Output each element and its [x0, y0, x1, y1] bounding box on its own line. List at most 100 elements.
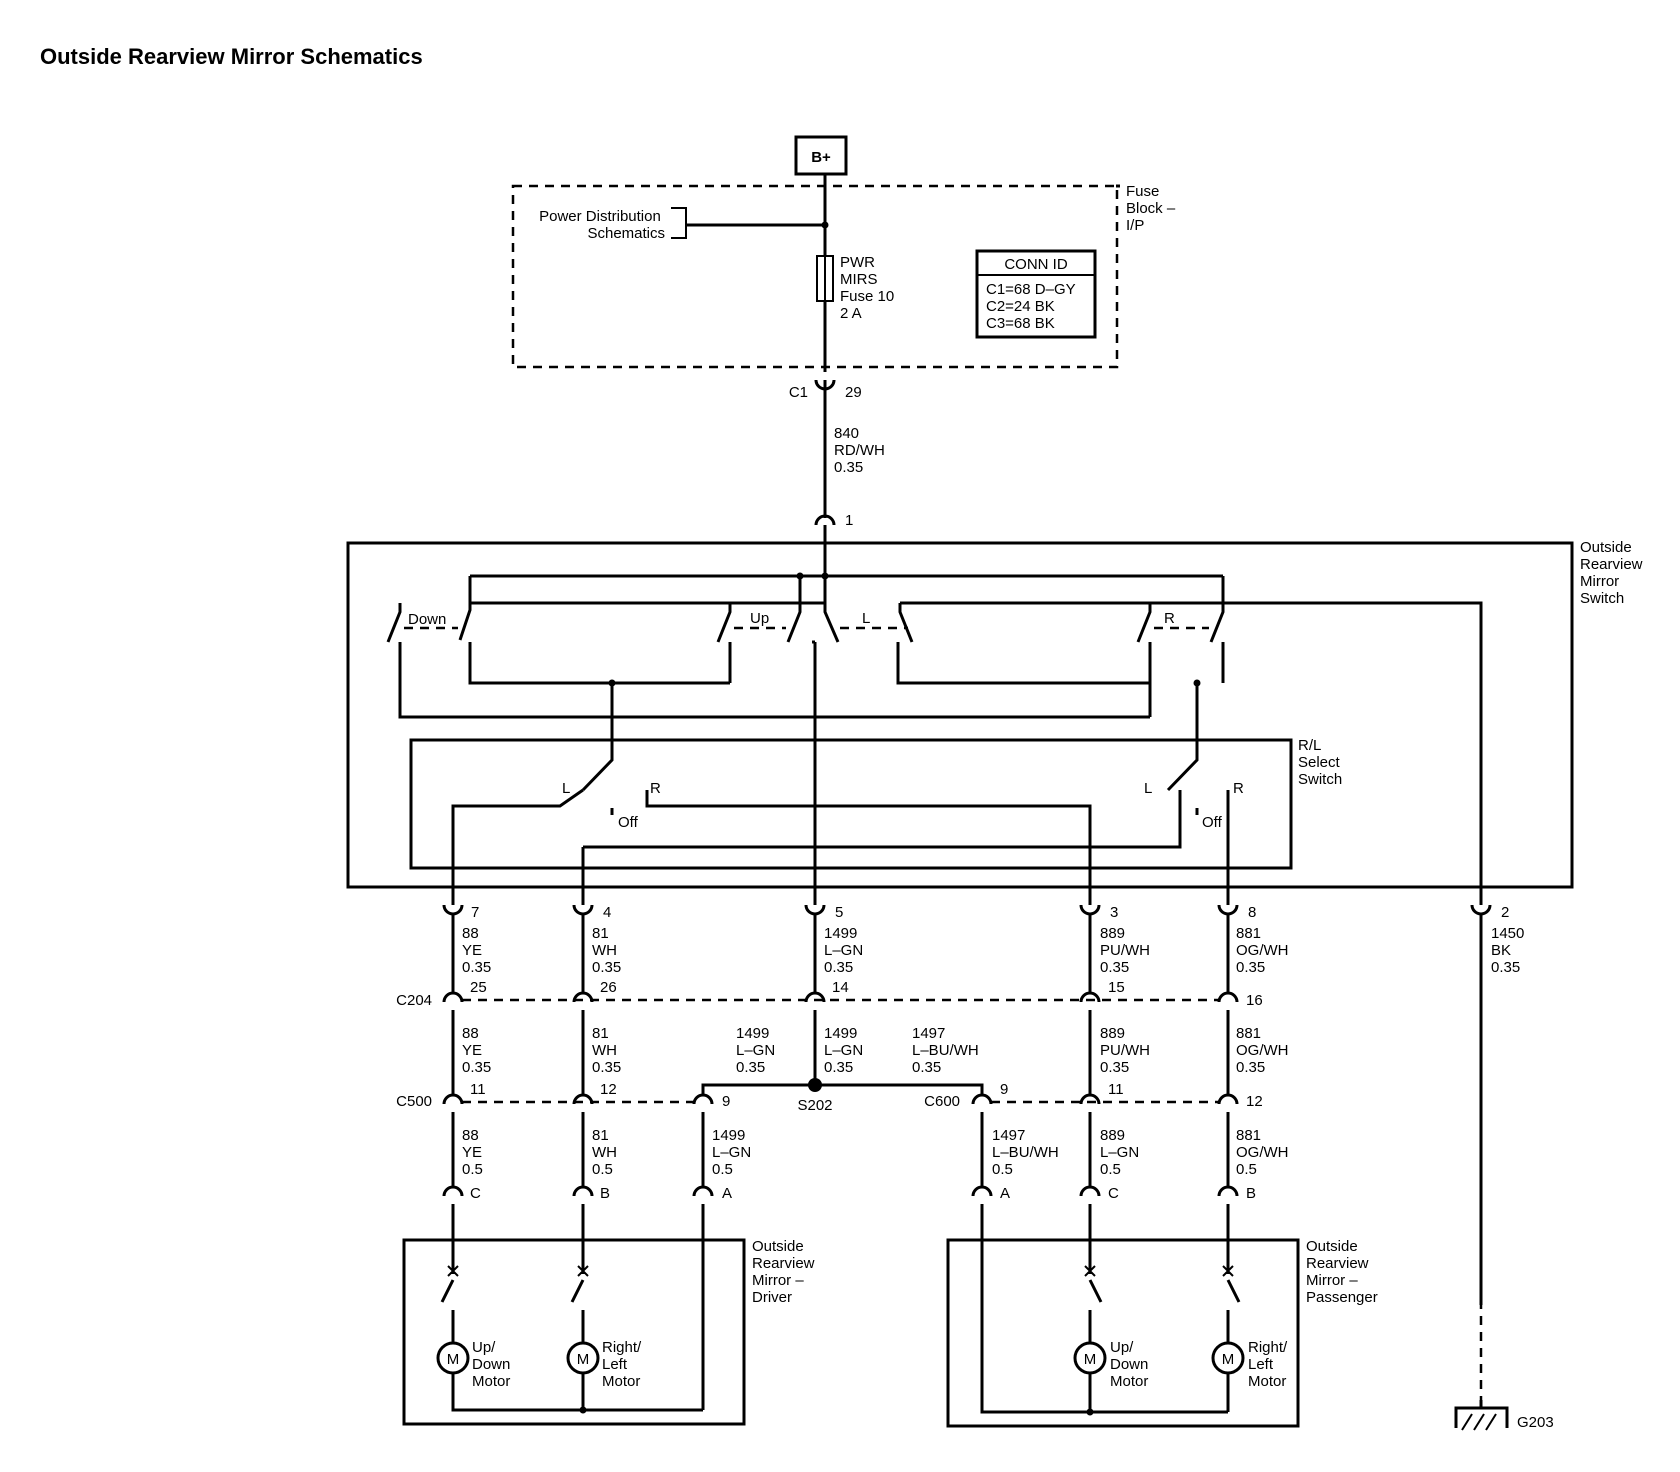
driver-mirror-label: Outside Rearview Mirror – Driver [752, 1238, 819, 1306]
rl-select-left-pole: L R Off [451, 780, 1182, 905]
svg-text:Off: Off [618, 814, 639, 831]
passenger-mirror-label: Outside Rearview Mirror – Passenger [1306, 1238, 1378, 1306]
svg-text:A: A [1000, 1185, 1010, 1202]
ground-label: G203 [1517, 1414, 1554, 1431]
svg-text:C500: C500 [396, 1093, 432, 1110]
svg-text:11: 11 [470, 1081, 486, 1098]
mirror-switch-internal-wiring [470, 525, 1483, 905]
mirror-switch-label: Outside Rearview Mirror Switch [1580, 539, 1647, 607]
svg-text:C204: C204 [396, 992, 432, 1009]
svg-text:C3=68 BK: C3=68 BK [986, 315, 1055, 332]
mirror-switch-outline [346, 541, 1574, 889]
svg-text:1: 1 [845, 512, 853, 529]
svg-text:B: B [1246, 1185, 1256, 1202]
rl-select-switch-label: R/L Select Switch [1298, 737, 1344, 788]
svg-text:S202: S202 [797, 1097, 832, 1114]
svg-text:25: 25 [470, 979, 487, 996]
ground-g203: G203 [1454, 1108, 1554, 1431]
svg-text:C2=24 BK: C2=24 BK [986, 298, 1055, 315]
svg-text:3: 3 [1110, 904, 1118, 921]
svg-text:14: 14 [832, 979, 849, 996]
passenger-mirror-outline [946, 1238, 1300, 1428]
svg-text:Up: Up [750, 610, 769, 627]
svg-text:C1=68 D–GY: C1=68 D–GY [986, 281, 1076, 298]
svg-text:29: 29 [845, 384, 862, 401]
svg-text:11: 11 [1108, 1081, 1124, 1098]
svg-text:R: R [1164, 610, 1175, 627]
svg-text:L: L [862, 610, 870, 627]
svg-text:CONN ID: CONN ID [1004, 256, 1068, 273]
rl-select-right-pole: L R Off [1144, 780, 1244, 905]
driver-mirror-connector: C B A [442, 1185, 732, 1202]
splice-s202: S202 [701, 1078, 984, 1114]
svg-text:26: 26 [600, 979, 617, 996]
motor-icon: M [577, 1351, 590, 1368]
fuse-block-outline [511, 184, 1119, 369]
battery-plus-label: B+ [811, 149, 831, 166]
svg-text:A: A [722, 1185, 732, 1202]
svg-text:12: 12 [600, 1081, 617, 1098]
svg-text:C1: C1 [789, 384, 808, 401]
svg-text:16: 16 [1246, 992, 1263, 1009]
svg-text:15: 15 [1108, 979, 1125, 996]
svg-text:2: 2 [1501, 904, 1509, 921]
supply-wire-label: 840 RD/WH 0.35 [834, 425, 889, 476]
driver-mirror-outline [402, 1238, 746, 1426]
l-switch-icon: L [823, 603, 1150, 685]
fuse-icon [816, 255, 834, 302]
svg-text:Off: Off [1202, 814, 1223, 831]
r-switch-icon: R [1136, 576, 1225, 717]
svg-text:7: 7 [471, 904, 479, 921]
battery-plus-terminal: B+ [794, 135, 848, 176]
svg-text:R: R [650, 780, 661, 797]
svg-text:B: B [600, 1185, 610, 1202]
motor-icon: M [1084, 1351, 1097, 1368]
svg-text:9: 9 [722, 1093, 730, 1110]
connector-c600: C600 9 11 12 [924, 1081, 1263, 1110]
svg-text:5: 5 [835, 904, 843, 921]
svg-text:L: L [1144, 780, 1152, 797]
svg-text:Down: Down [408, 611, 446, 628]
svg-text:C: C [1108, 1185, 1119, 1202]
connector-c500: C500 11 12 9 [396, 1081, 730, 1110]
fuse-label: PWR MIRS Fuse 10 2 A [840, 254, 898, 322]
rl-select-switch-outline [409, 738, 1293, 870]
connector-c204: C204 25 26 14 15 16 [396, 979, 1263, 1009]
svg-text:12: 12 [1246, 1093, 1263, 1110]
svg-text:C600: C600 [924, 1093, 960, 1110]
up-switch-icon: Up [716, 603, 802, 683]
svg-text:R: R [1233, 780, 1244, 797]
power-distribution-reference: Power Distribution Schematics [539, 208, 665, 242]
svg-text:C: C [470, 1185, 481, 1202]
